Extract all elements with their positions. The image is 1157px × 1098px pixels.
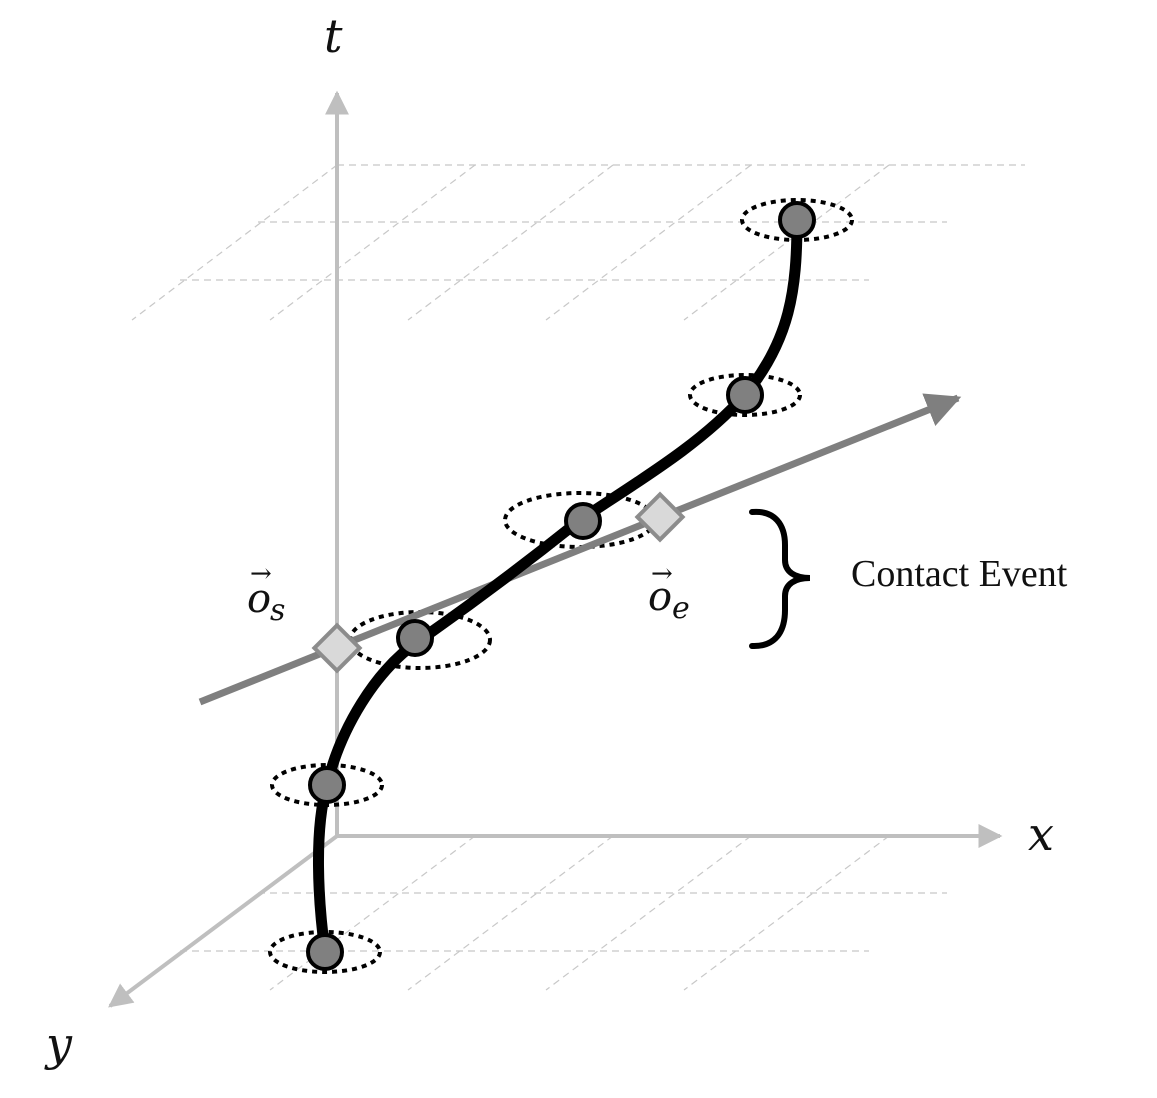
sample-point xyxy=(396,619,434,657)
y-axis-label: y xyxy=(44,1017,73,1071)
upper-plane-line xyxy=(683,164,890,321)
lower-plane-line xyxy=(269,835,476,991)
upper-plane-line xyxy=(269,164,476,321)
sample-points xyxy=(306,201,816,971)
x-axis-label: x xyxy=(1028,807,1054,861)
end-vector-symbol: o xyxy=(648,574,672,620)
upper-plane-line xyxy=(131,164,338,321)
end-vector-subscript: e xyxy=(672,591,690,626)
trajectory-path xyxy=(313,214,803,958)
start-vector-arrow: → xyxy=(250,559,272,589)
contact-event-label: Contact Event xyxy=(851,553,1068,595)
lower-plane-line xyxy=(407,835,614,991)
end-diamond xyxy=(634,491,686,543)
upper-plane-grid xyxy=(131,164,1025,321)
contact-event-brace xyxy=(749,508,811,650)
sample-ellipses xyxy=(268,198,854,974)
start-vector-symbol: o xyxy=(247,576,271,622)
sample-point xyxy=(564,502,602,540)
sample-point xyxy=(778,201,816,239)
start-vector-label: → o s xyxy=(247,559,285,628)
start-diamond xyxy=(311,622,363,674)
upper-plane-line xyxy=(407,164,614,321)
object-event-line xyxy=(198,393,962,706)
sample-point xyxy=(726,376,764,414)
lower-plane-grid xyxy=(180,835,947,991)
t-axis-label: t xyxy=(324,9,343,63)
lower-plane-line xyxy=(683,835,890,991)
start-vector-subscript: s xyxy=(270,593,285,628)
sample-point xyxy=(306,933,344,971)
end-vector-arrow: → xyxy=(651,559,673,589)
sample-ellipse xyxy=(268,930,382,974)
lower-plane-line xyxy=(545,835,752,991)
sample-ellipse xyxy=(688,373,802,417)
upper-plane-line xyxy=(545,164,752,321)
sample-point xyxy=(308,766,346,804)
end-vector-label: → o e xyxy=(648,559,690,626)
y-axis xyxy=(108,834,339,1008)
